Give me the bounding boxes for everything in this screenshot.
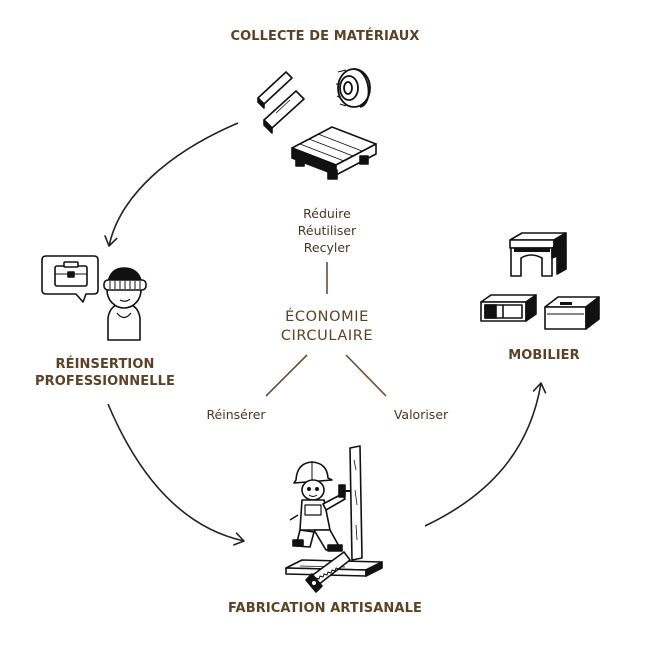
stage-title-reinsertion-line2: PROFESSIONNELLE xyxy=(35,374,175,389)
arrow-fabrication-to-mobilier xyxy=(424,382,547,527)
center-title-line2: CIRCULAIRE xyxy=(280,328,374,344)
saw-icon xyxy=(305,551,351,593)
actions-stack: Réduire Réutiliser Recyler xyxy=(267,205,387,256)
wood-planks-icon xyxy=(257,71,305,134)
action-reutiliser: Réutiliser xyxy=(297,223,357,238)
spoke-left xyxy=(265,354,308,397)
action-valoriser: Valoriser xyxy=(393,407,449,422)
drawer-box-icon xyxy=(544,296,600,330)
open-box-icon xyxy=(480,294,537,322)
pallet-icon xyxy=(291,126,377,180)
action-recycler: Recyler xyxy=(303,240,351,255)
stage-title-collecte: COLLECTE DE MATÉRIAUX xyxy=(230,29,420,44)
center-title: ÉCONOMIE CIRCULAIRE xyxy=(252,308,402,346)
spoke-right xyxy=(345,354,387,397)
stage-title-reinsertion: RÉINSERTION PROFESSIONNELLE xyxy=(20,356,190,390)
action-reduire: Réduire xyxy=(303,206,351,221)
stage-title-fabrication: FABRICATION ARTISANALE xyxy=(228,601,422,616)
carpenter-worker-icon xyxy=(289,445,363,561)
tire-icon xyxy=(336,68,371,108)
center-title-line1: ÉCONOMIE xyxy=(285,309,369,325)
arrow-collecte-to-reinsertion xyxy=(104,122,239,247)
stage-title-reinsertion-line1: RÉINSERTION xyxy=(55,357,155,372)
stage-title-mobilier: MOBILIER xyxy=(508,348,580,363)
stool-icon xyxy=(509,232,567,277)
blindfolded-person-icon xyxy=(103,267,147,341)
action-reinserer: Réinsérer xyxy=(206,407,266,422)
arrow-reinsertion-to-fabrication xyxy=(107,403,245,546)
job-chat-bubble-icon xyxy=(41,255,99,303)
